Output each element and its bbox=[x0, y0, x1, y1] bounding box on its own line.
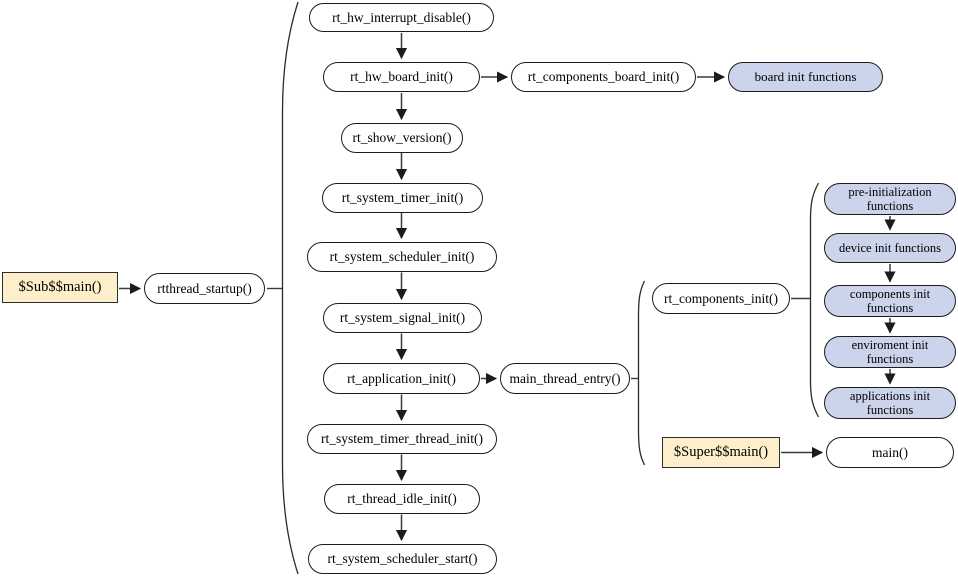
node-rt-system-timer-init: rt_system_timer_init() bbox=[322, 183, 483, 213]
node-rtthread-startup: rtthread_startup() bbox=[144, 273, 265, 304]
node-sub-main: $Sub$$main() bbox=[2, 272, 118, 303]
node-applications-init-functions: applications init functions bbox=[824, 387, 956, 419]
node-rt-thread-idle-init: rt_thread_idle_init() bbox=[324, 484, 480, 514]
brace-tie bbox=[267, 287, 810, 380]
node-device-init-functions: device init functions bbox=[824, 233, 956, 263]
node-rt-hw-interrupt-disable: rt_hw_interrupt_disable() bbox=[309, 3, 494, 32]
node-enviroment-init-functions: enviroment init functions bbox=[824, 336, 956, 368]
node-rt-system-scheduler-start: rt_system_scheduler_start() bbox=[308, 544, 497, 574]
node-board-init-functions: board init functions bbox=[728, 62, 883, 92]
node-rt-show-version: rt_show_version() bbox=[341, 123, 463, 153]
node-super-main: $Super$$main() bbox=[662, 437, 780, 468]
flow-arrow bbox=[119, 71, 824, 459]
node-rt-system-signal-init: rt_system_signal_init() bbox=[323, 303, 482, 333]
node-rt-system-timer-thread-init: rt_system_timer_thread_init() bbox=[307, 424, 497, 454]
node-rt-hw-board-init: rt_hw_board_init() bbox=[323, 62, 480, 92]
node-components-init-functions: components init functions bbox=[824, 285, 956, 317]
group-brace bbox=[281, 1, 820, 575]
node-main-thread-entry: main_thread_entry() bbox=[500, 363, 630, 394]
node-pre-initialization-functions: pre-initialization functions bbox=[824, 183, 956, 215]
node-rt-system-scheduler-init: rt_system_scheduler_init() bbox=[307, 242, 497, 272]
node-rt-application-init: rt_application_init() bbox=[323, 363, 480, 394]
node-rt-components-board-init: rt_components_board_init() bbox=[511, 62, 696, 92]
node-rt-components-init: rt_components_init() bbox=[652, 283, 790, 314]
node-main: main() bbox=[826, 437, 954, 468]
